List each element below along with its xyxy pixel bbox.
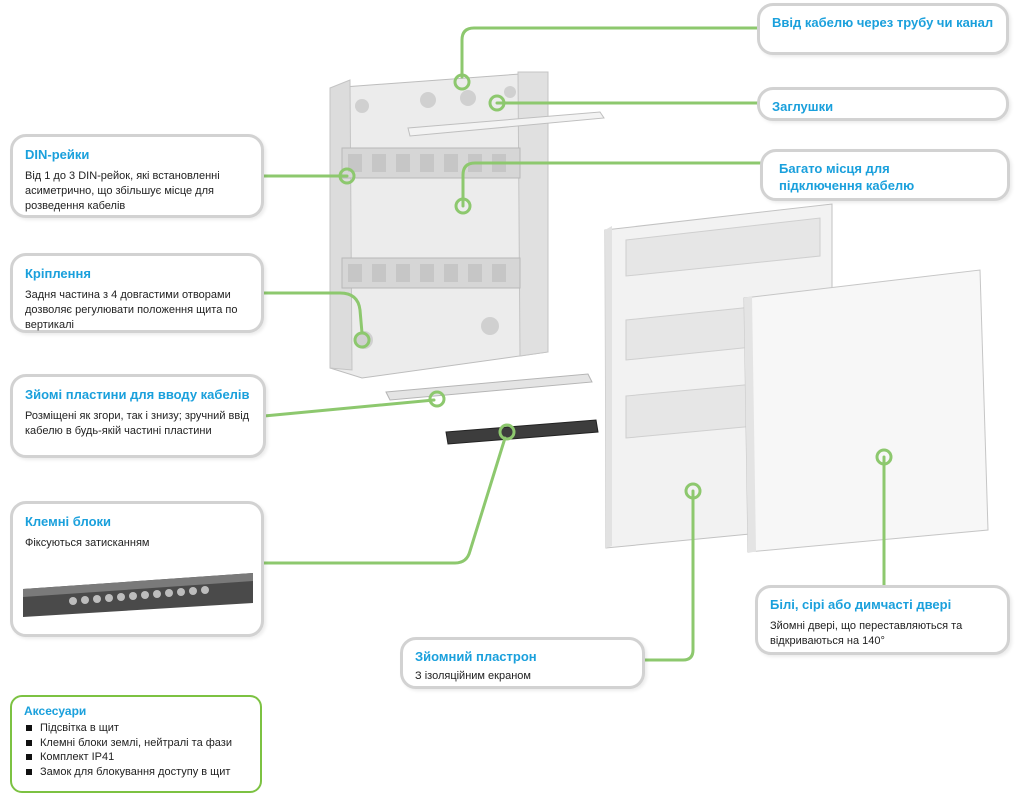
callout-title: DIN-рейки — [25, 147, 90, 162]
list-item: Підсвітка в щит — [24, 721, 248, 736]
accessories-box: Аксесуари Підсвітка в щит Клемні блоки з… — [10, 695, 262, 793]
marker-cable-space — [454, 197, 472, 215]
callout-plastron: Зйомний пластрон З ізоляційним екраном — [400, 637, 645, 689]
callout-description: Задня частина з 4 довгастими отворами до… — [25, 289, 238, 331]
list-item: Клемні блоки землі, нейтралі та фази — [24, 736, 248, 751]
marker-plastron — [684, 482, 702, 500]
marker-plates — [428, 390, 446, 408]
callout-description: З ізоляційним екраном — [415, 670, 531, 682]
marker-cable-entry — [453, 73, 471, 91]
square-bullet-icon — [26, 768, 32, 775]
leader-cable-space — [461, 161, 762, 208]
top-blank-plate — [407, 111, 605, 137]
enclosure-back-box — [329, 71, 549, 379]
callout-cable-plates: Зйомі пластини для вводу кабелів Розміще… — [10, 374, 266, 458]
callout-doors: Білі, сірі або димчасті двері Зйомні две… — [755, 585, 1010, 655]
callout-description: Розміщені як згори, так і знизу; зручний… — [25, 410, 250, 437]
leader-plates — [262, 398, 436, 418]
list-item: Комплект IP41 — [24, 750, 248, 765]
square-bullet-icon — [26, 754, 32, 760]
leader-mounting — [262, 291, 364, 335]
callout-title: Ввід кабелю через трубу чи канал — [772, 15, 994, 30]
callout-terminal-blocks: Клемні блоки Фіксуються затисканням — [10, 501, 264, 637]
callout-mounting: Кріплення Задня частина з 4 довгастими о… — [10, 253, 264, 333]
terminal-bar — [445, 419, 599, 445]
callout-plugs: Заглушки — [757, 87, 1009, 121]
callout-title: Заглушки — [772, 99, 834, 114]
marker-doors — [875, 448, 893, 466]
square-bullet-icon — [26, 739, 32, 746]
leader-plastron — [643, 489, 695, 662]
marker-plugs — [488, 94, 506, 112]
callout-cable-space: Багато місця для підключення кабелю — [760, 149, 1010, 201]
callout-title: Білі, сірі або димчасті двері — [770, 597, 952, 612]
callout-din-rails: DIN-рейки Від 1 до 3 DIN-рейок, які вста… — [10, 134, 264, 218]
callout-description: Фіксуються затисканням — [25, 537, 150, 549]
leader-cable-entry — [460, 26, 759, 79]
callout-description: Зйомні двері, що переставляються та відк… — [770, 620, 963, 647]
marker-terminals — [498, 423, 516, 441]
callout-title: Зйомі пластини для вводу кабелів — [25, 387, 250, 402]
square-bullet-icon — [26, 725, 32, 731]
list-item: Замок для блокування доступу в щит — [24, 765, 248, 780]
callout-cable-entry: Ввід кабелю через трубу чи канал — [757, 3, 1009, 55]
callout-title: Зйомний пластрон — [415, 649, 537, 664]
marker-mounting — [353, 331, 371, 349]
accessories-list: Підсвітка в щит Клемні блоки землі, нейт… — [24, 721, 248, 779]
callout-description: Від 1 до 3 DIN-рейок, які встановленні а… — [25, 170, 220, 212]
callout-title: Клемні блоки — [25, 514, 112, 529]
callout-title: Багато місця для підключення кабелю — [779, 161, 915, 193]
terminal-block-photo — [23, 573, 253, 617]
accessories-title: Аксесуари — [24, 704, 87, 718]
leader-terminals — [262, 436, 507, 565]
marker-din — [338, 167, 356, 185]
callout-title: Кріплення — [25, 266, 91, 281]
